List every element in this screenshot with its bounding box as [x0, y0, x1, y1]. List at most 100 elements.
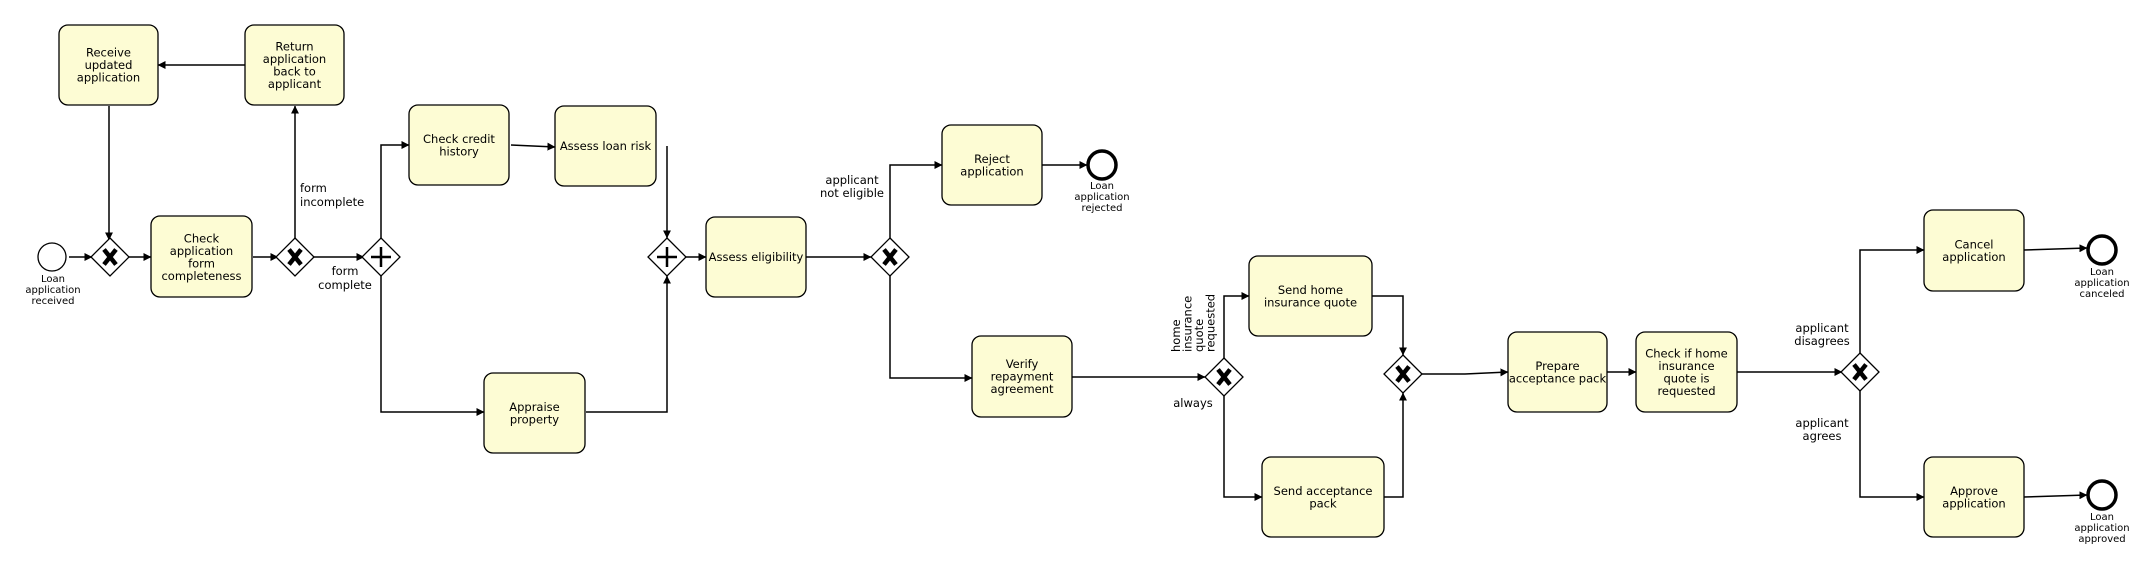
label-line: application: [2074, 523, 2129, 534]
label-line: received: [32, 296, 75, 307]
end-event-canceled-circle[interactable]: [2086, 234, 2118, 266]
label-line: updated: [85, 58, 133, 72]
label-line: form: [188, 256, 215, 270]
flow-agrees: [1859, 391, 1925, 501]
flow-not-eligible: [889, 161, 943, 239]
flow-always: [1223, 396, 1263, 501]
flow-disagrees: [1859, 246, 1925, 353]
label-line: acceptance pack: [1509, 371, 1607, 385]
flow-cancel-to-end: [2023, 244, 2088, 253]
label-line: Check if home: [1645, 346, 1728, 360]
label-line: insurance quote: [1264, 295, 1357, 309]
label-line: application: [1942, 250, 2005, 264]
label-line: complete: [318, 278, 372, 292]
label-line: Assess eligibility: [709, 250, 804, 264]
label-line: property: [510, 412, 559, 426]
end-event-rejected-circle[interactable]: [1086, 149, 1118, 181]
label-line: application: [25, 285, 80, 296]
label-line: home: [1169, 319, 1183, 352]
label-quote-requested: homeinsurancequoterequested: [1169, 294, 1218, 352]
task-label: Assess eligibility: [709, 250, 804, 264]
label-line: Check: [184, 231, 220, 245]
exclusive-gateway-eligibility[interactable]: [870, 237, 910, 277]
label-line: canceled: [2080, 289, 2125, 300]
label-line: Appraise: [509, 400, 560, 414]
label-line: always: [1173, 396, 1213, 410]
flow-gateway-to-verify: [889, 275, 973, 382]
parallel-gateway-split[interactable]: [361, 237, 401, 277]
label-line: application: [1942, 496, 2005, 510]
label-line: applicant: [1795, 416, 1849, 430]
parallel-gateway-join[interactable]: [647, 237, 687, 277]
label-line: Receive: [86, 46, 131, 60]
label-line: approved: [2078, 534, 2125, 545]
label-line: Loan: [2090, 267, 2114, 278]
exclusive-gateway-merge[interactable]: [90, 237, 130, 277]
label-line: insurance: [1181, 296, 1195, 352]
label-line: application: [2074, 278, 2129, 289]
label-line: disagrees: [1794, 334, 1849, 348]
label-line: applicant: [268, 77, 322, 91]
label-always: always: [1173, 396, 1213, 410]
label-line: Cancel: [1955, 237, 1994, 251]
label-line: Return: [275, 39, 313, 53]
start-event-circle[interactable]: [37, 242, 67, 272]
label-line: Verify: [1006, 357, 1039, 371]
label-line: applicant: [825, 173, 879, 187]
task-assess-eligibility[interactable]: Assess eligibility: [705, 216, 807, 298]
task-assess-loan-risk[interactable]: Assess loan risk: [554, 105, 657, 187]
label-line: application: [170, 244, 233, 258]
label-line: Loan: [1090, 181, 1114, 192]
flow-split-to-appraise: [380, 274, 485, 416]
label-line: history: [439, 144, 479, 158]
label-line: Reject: [974, 152, 1010, 166]
exclusive-gateway-applicant-decision[interactable]: [1840, 352, 1880, 392]
label-line: application: [263, 52, 326, 66]
label-line: Assess loan risk: [560, 139, 652, 153]
label-line: quote: [1192, 319, 1206, 352]
end-event-approved-circle[interactable]: [2086, 479, 2118, 511]
exclusive-gateway-quote-merge[interactable]: [1383, 354, 1423, 394]
exclusive-gateway-form-check[interactable]: [275, 237, 315, 277]
exclusive-gateway-quote[interactable]: [1204, 357, 1244, 397]
label-line: back to: [273, 64, 316, 78]
flow-quote-requested: [1223, 292, 1250, 358]
label-line: application: [1074, 192, 1129, 203]
task-label: Assess loan risk: [560, 139, 652, 153]
label-line: Check credit: [423, 132, 495, 146]
label-line: pack: [1309, 496, 1337, 510]
label-line: agreement: [990, 382, 1054, 396]
label-line: completeness: [161, 269, 241, 283]
label-line: rejected: [1082, 203, 1123, 214]
